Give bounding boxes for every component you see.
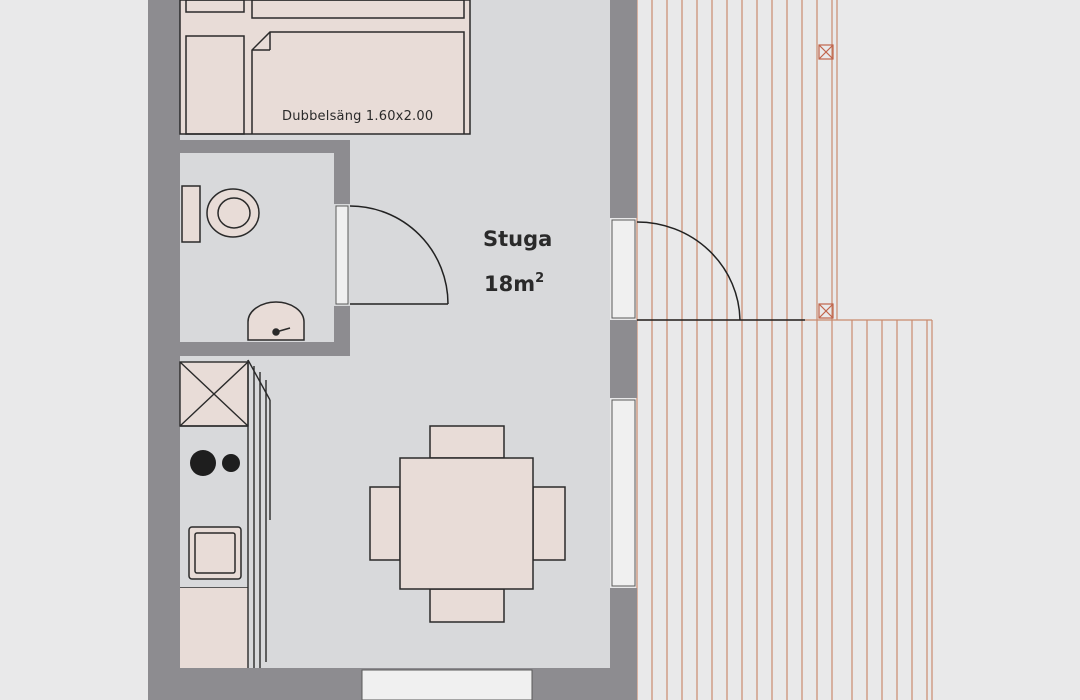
room-area: 18m2	[484, 271, 544, 296]
bed-label: Dubbelsäng 1.60x2.00	[282, 109, 434, 124]
sink-icon	[188, 526, 242, 580]
bathroom-door	[349, 205, 449, 305]
washbasin-icon	[247, 301, 305, 341]
deck-planks-upper	[651, 0, 833, 700]
dining-set	[369, 425, 566, 623]
room-area-value: 18m	[484, 272, 536, 296]
deck-planks-lower	[851, 320, 928, 700]
terrace-door	[636, 221, 805, 321]
window-right	[611, 399, 636, 587]
chair	[369, 486, 401, 561]
bathroom-door-opening	[335, 205, 349, 305]
room-name: Stuga	[483, 227, 553, 251]
door-opening-right	[611, 219, 636, 319]
dining-table	[399, 457, 534, 590]
chair	[429, 425, 505, 459]
bathroom-walls	[180, 140, 350, 356]
toilet-icon	[181, 185, 260, 243]
stove-icon	[190, 450, 240, 476]
double-bed	[179, 0, 471, 135]
kitchenette	[179, 359, 271, 668]
deck	[636, 0, 933, 700]
chair	[532, 486, 566, 561]
chair	[429, 588, 505, 623]
deck-post	[818, 44, 834, 319]
window-bottom	[361, 669, 533, 700]
room-area-exponent: 2	[535, 271, 545, 286]
